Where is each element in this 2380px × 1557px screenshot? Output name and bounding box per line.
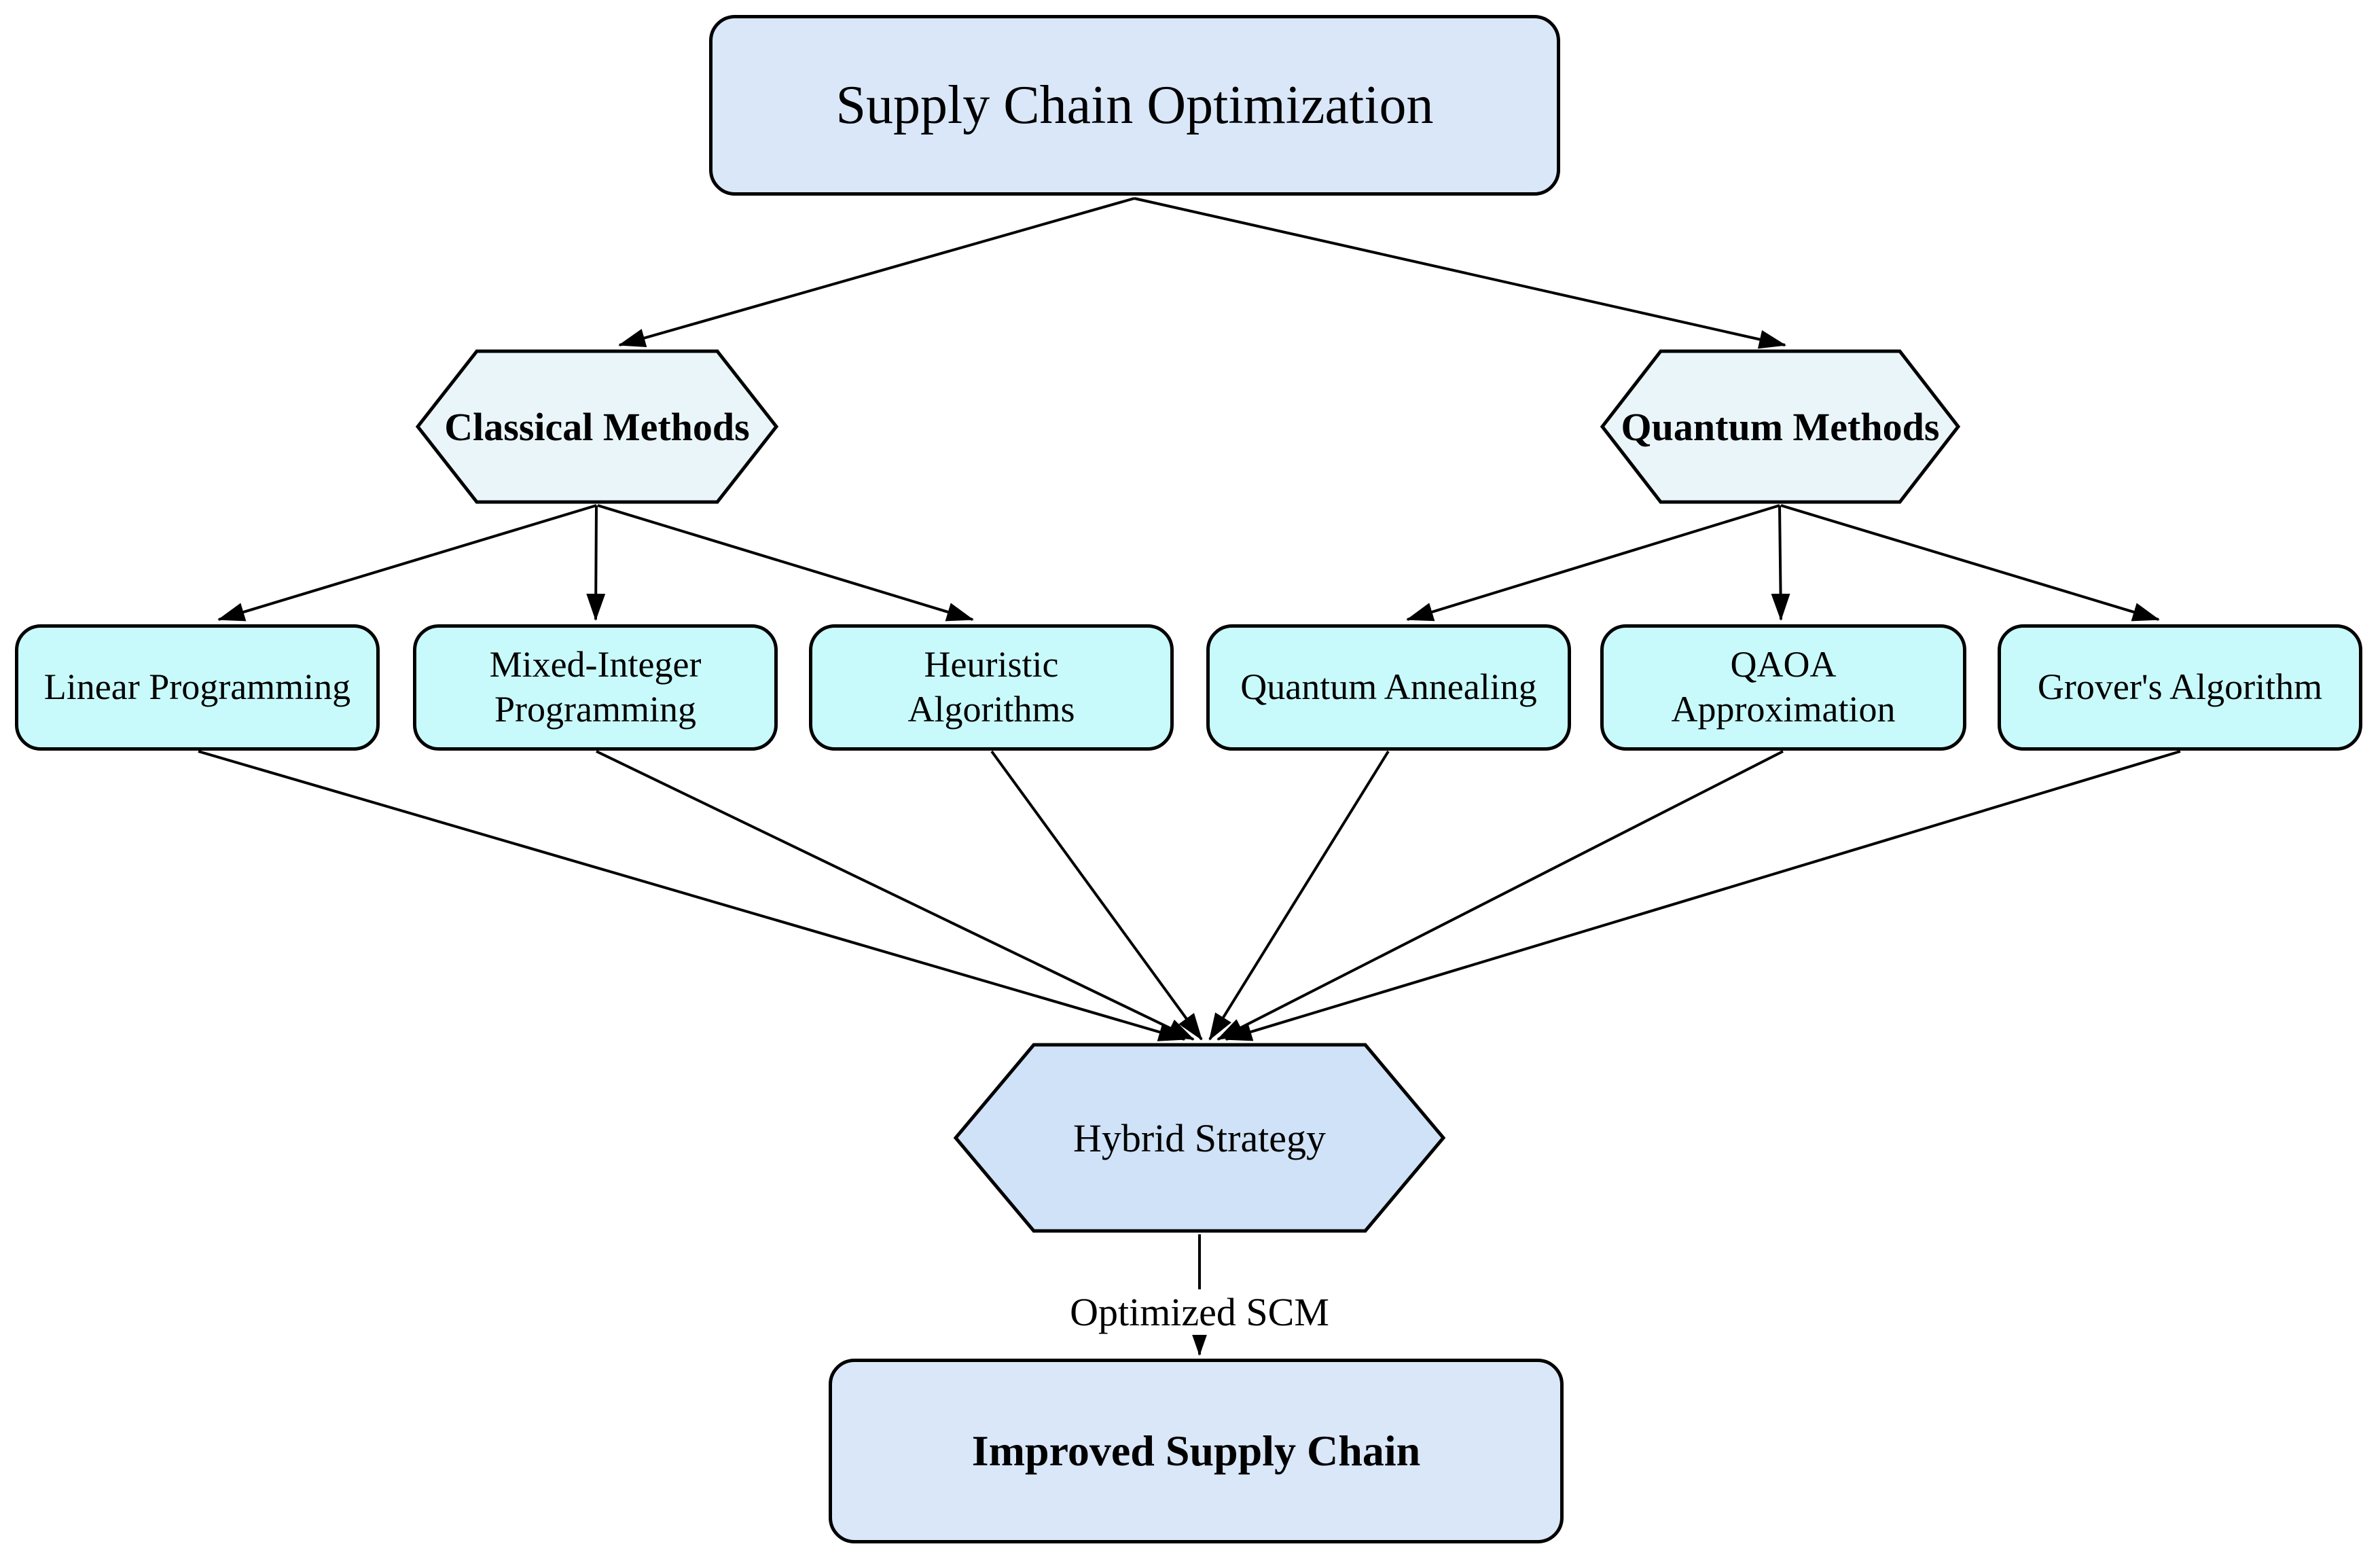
node-label: Linear Programming: [43, 666, 351, 708]
node-hybrid-strategy: Hybrid Strategy: [954, 1043, 1445, 1233]
node-label: Hybrid Strategy: [1072, 1115, 1327, 1160]
node-label: Quantum Methods: [1621, 404, 1940, 449]
edge-ga-hybrid: [1225, 750, 2181, 1041]
node-quantum-methods: Quantum Methods: [1600, 349, 1960, 504]
edge-mip-hybrid: [596, 750, 1195, 1041]
node-label: Supply Chain Optimization: [835, 75, 1434, 135]
node-heuristic-algorithms: Heuristic Algorithms: [809, 624, 1174, 751]
node-linear-programming: Linear Programming: [15, 624, 380, 751]
hexagon-shape: [954, 1043, 1445, 1233]
node-grovers-algorithm: Grover's Algorithm: [1998, 624, 2362, 751]
hexagon-shape: [416, 349, 778, 504]
node-label: Mixed-Integer Programming: [489, 644, 702, 730]
edge-qa-hybrid: [1208, 750, 1390, 1041]
node-label: QAOA Approximation: [1671, 644, 1896, 730]
node-quantum-annealing: Quantum Annealing: [1206, 624, 1571, 751]
edge-quantum-qa: [1406, 504, 1780, 622]
node-label: Quantum Annealing: [1240, 666, 1537, 708]
node-mixed-integer-programming: Mixed-Integer Programming: [413, 624, 778, 751]
node-improved-supply-chain: Improved Supply Chain: [829, 1359, 1564, 1543]
edge-quantum-ga: [1780, 504, 2160, 622]
node-classical-methods: Classical Methods: [416, 349, 778, 504]
edge-root-classical: [618, 197, 1135, 348]
node-label: Improved Supply Chain: [971, 1427, 1421, 1475]
node-label: Heuristic Algorithms: [907, 644, 1075, 730]
edge-ha-hybrid: [990, 750, 1203, 1041]
edge-root-quantum: [1134, 197, 1786, 349]
edge-lp-hybrid: [198, 750, 1186, 1041]
edge-quantum-qaoa: [1771, 505, 1790, 621]
edge-classical-lp: [217, 504, 597, 622]
hexagon-shape: [1600, 349, 1960, 504]
edge-classical-ha: [597, 504, 974, 622]
node-qaoa-approximation: QAOA Approximation: [1600, 624, 1966, 751]
edge-label-optimized-scm: Optimized SCM: [1060, 1289, 1339, 1335]
node-label: Grover's Algorithm: [2037, 666, 2323, 708]
node-supply-chain-optimization: Supply Chain Optimization: [709, 15, 1560, 196]
node-label: Classical Methods: [444, 404, 750, 449]
edge-qaoa-hybrid: [1216, 750, 1784, 1041]
